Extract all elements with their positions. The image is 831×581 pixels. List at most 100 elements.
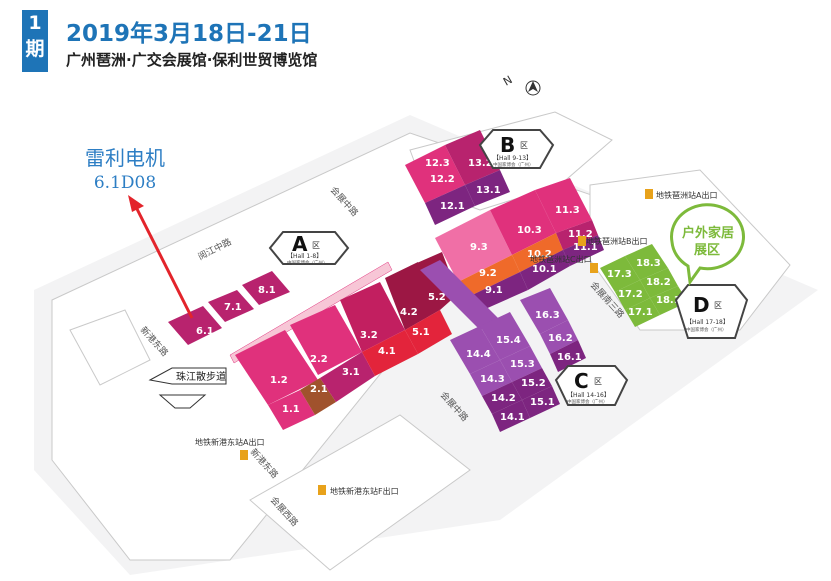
zone-b2-halls <box>420 178 604 330</box>
zone-sign-frame <box>554 365 629 406</box>
zone-hall-range: 【Hall 14-16】 <box>567 392 610 399</box>
hall-label: 18.2 <box>646 277 671 288</box>
hall-label: 14.1 <box>500 412 525 423</box>
hall-block-18-1 <box>650 286 688 315</box>
hall-block-17-3 <box>600 256 640 292</box>
metro-label: 地铁新港东站A出口 <box>195 437 264 447</box>
hall-block-3-2 <box>340 282 405 352</box>
hall-block-4-1 <box>362 330 418 376</box>
hall-block-15-3 <box>500 346 542 382</box>
metro-label: 地铁新港东站F出口 <box>330 486 399 496</box>
zone-sign-b: B 区 【Hall 9-13】 中国家博会（广州） <box>478 129 555 169</box>
zone-suffix: 区 <box>520 141 528 150</box>
zone-subtitle: 中国家博会（广州） <box>567 398 608 405</box>
hall-label: 14.4 <box>466 349 491 360</box>
metro-icon <box>318 485 326 495</box>
metro-label: 地铁琶洲站B出口 <box>586 236 648 246</box>
hall-block-9-2 <box>458 255 520 298</box>
hall-label: 18.1 <box>656 295 681 306</box>
hall-label: 4.1 <box>378 346 396 357</box>
hall-label: 16.3 <box>535 310 560 321</box>
zone-sign-frame <box>268 231 350 265</box>
hall-block-14-2 <box>482 382 522 414</box>
zone-subtitle: 中国家博会（广州） <box>686 326 727 333</box>
hall-label: 15.1 <box>530 397 555 408</box>
zone-subtitle: 中国家博会（广州） <box>287 259 328 266</box>
hall-label: 10.3 <box>517 225 542 236</box>
zone-sign-frame <box>478 129 555 169</box>
compass-needle-icon <box>528 81 538 92</box>
hall-label: 16.1 <box>557 352 582 363</box>
hall-label: 17.2 <box>618 289 643 300</box>
hall-block-7-1 <box>208 290 254 322</box>
hall-label: 15.4 <box>496 335 521 346</box>
hall-label: 18.3 <box>636 258 661 269</box>
hall-label: 15.3 <box>510 359 535 370</box>
metro-icon <box>645 189 653 199</box>
zone-c-halls <box>450 288 586 432</box>
period-number: 1 <box>28 12 42 34</box>
hall-labels: 1.1 1.2 2.1 2.2 3.1 3.2 4.1 4.2 5.1 5.2 … <box>196 158 681 423</box>
hall-block-14-4 <box>450 326 500 374</box>
hall-block-11-2 <box>556 220 598 250</box>
hall-block-11-1 <box>563 235 604 266</box>
zone-letter: A <box>292 232 308 256</box>
hall-label: 6.1 <box>196 326 214 337</box>
metro-label: 地铁琶洲站C出口 <box>530 254 592 264</box>
hall-label: 16.2 <box>548 333 573 344</box>
hall-block-5-1 <box>405 310 452 354</box>
zone-sign-frame <box>674 284 749 339</box>
hall-label: 14.2 <box>491 393 516 404</box>
hall-label: 2.1 <box>310 384 328 395</box>
metro-icon <box>578 236 586 246</box>
hall-block-2-2 <box>290 305 362 375</box>
zone-letter: C <box>574 369 589 393</box>
hall-label: 14.3 <box>480 374 505 385</box>
hall-label: 17.3 <box>607 269 632 280</box>
zone-subtitle: 中国家博会（广州） <box>493 161 534 168</box>
exhibition-venue: 广州琶洲·广交会展馆·保利世贸博览馆 <box>66 51 318 69</box>
hall-block-16-1 <box>550 340 586 372</box>
hall-label: 12.2 <box>430 174 455 185</box>
zone-sign-d: D 区 【Hall 17-18】 中国家博会（广州） <box>674 284 749 339</box>
hall-label: 12.3 <box>425 158 450 169</box>
hall-label: 3.2 <box>360 330 378 341</box>
hall-label: 3.1 <box>342 367 360 378</box>
hall-block-9-3 <box>435 210 512 282</box>
hall-block-15-2 <box>512 368 552 400</box>
hall-label: 10.2 <box>527 249 552 260</box>
hall-label: 9.3 <box>470 242 488 253</box>
hall-block-14-1 <box>492 400 530 432</box>
zone-suffix: 区 <box>714 301 722 310</box>
hall-block-3-1 <box>320 352 375 402</box>
hall-label: 15.2 <box>521 378 546 389</box>
company-name: 雷利电机 <box>85 146 165 170</box>
hall-block-16-3 <box>520 288 568 334</box>
callout-arrow-head-icon <box>128 195 144 212</box>
zone-hall-range: 【Hall 9-13】 <box>493 155 532 162</box>
hall-label: 1.1 <box>282 404 300 415</box>
outdoor-zone-line: 展区 <box>694 243 720 258</box>
hall-label: 13.1 <box>476 185 501 196</box>
hall-label: 4.2 <box>400 307 418 318</box>
hall-block-16-2 <box>540 320 578 354</box>
outdoor-zone-bubble: 户外家居 展区 <box>670 203 745 286</box>
hall-block-4-2 <box>385 262 440 330</box>
hall-label: 17.1 <box>628 307 653 318</box>
hall-label: 5.2 <box>428 292 446 303</box>
hall-block-15-1 <box>522 386 560 418</box>
hall-block-10-2 <box>512 233 563 272</box>
walkway-sign <box>148 367 227 385</box>
hall-block-14-3 <box>470 360 512 396</box>
zone-suffix: 区 <box>312 241 320 250</box>
hall-block-2-1 <box>300 378 336 415</box>
hall-label: 8.1 <box>258 285 276 296</box>
hall-block-6-1 <box>168 306 222 345</box>
zone-hall-range: 【Hall 17-18】 <box>686 319 729 326</box>
zone-suffix: 区 <box>594 377 602 386</box>
booth-callout: 雷利电机 6.1D08 <box>70 142 180 193</box>
outdoor-zone-line: 户外家居 <box>682 225 734 241</box>
zone-sign-c: C 区 【Hall 14-16】 中国家博会（广州） <box>554 365 629 406</box>
hall-label: 10.1 <box>532 264 557 275</box>
hall-block-connector <box>420 260 500 330</box>
